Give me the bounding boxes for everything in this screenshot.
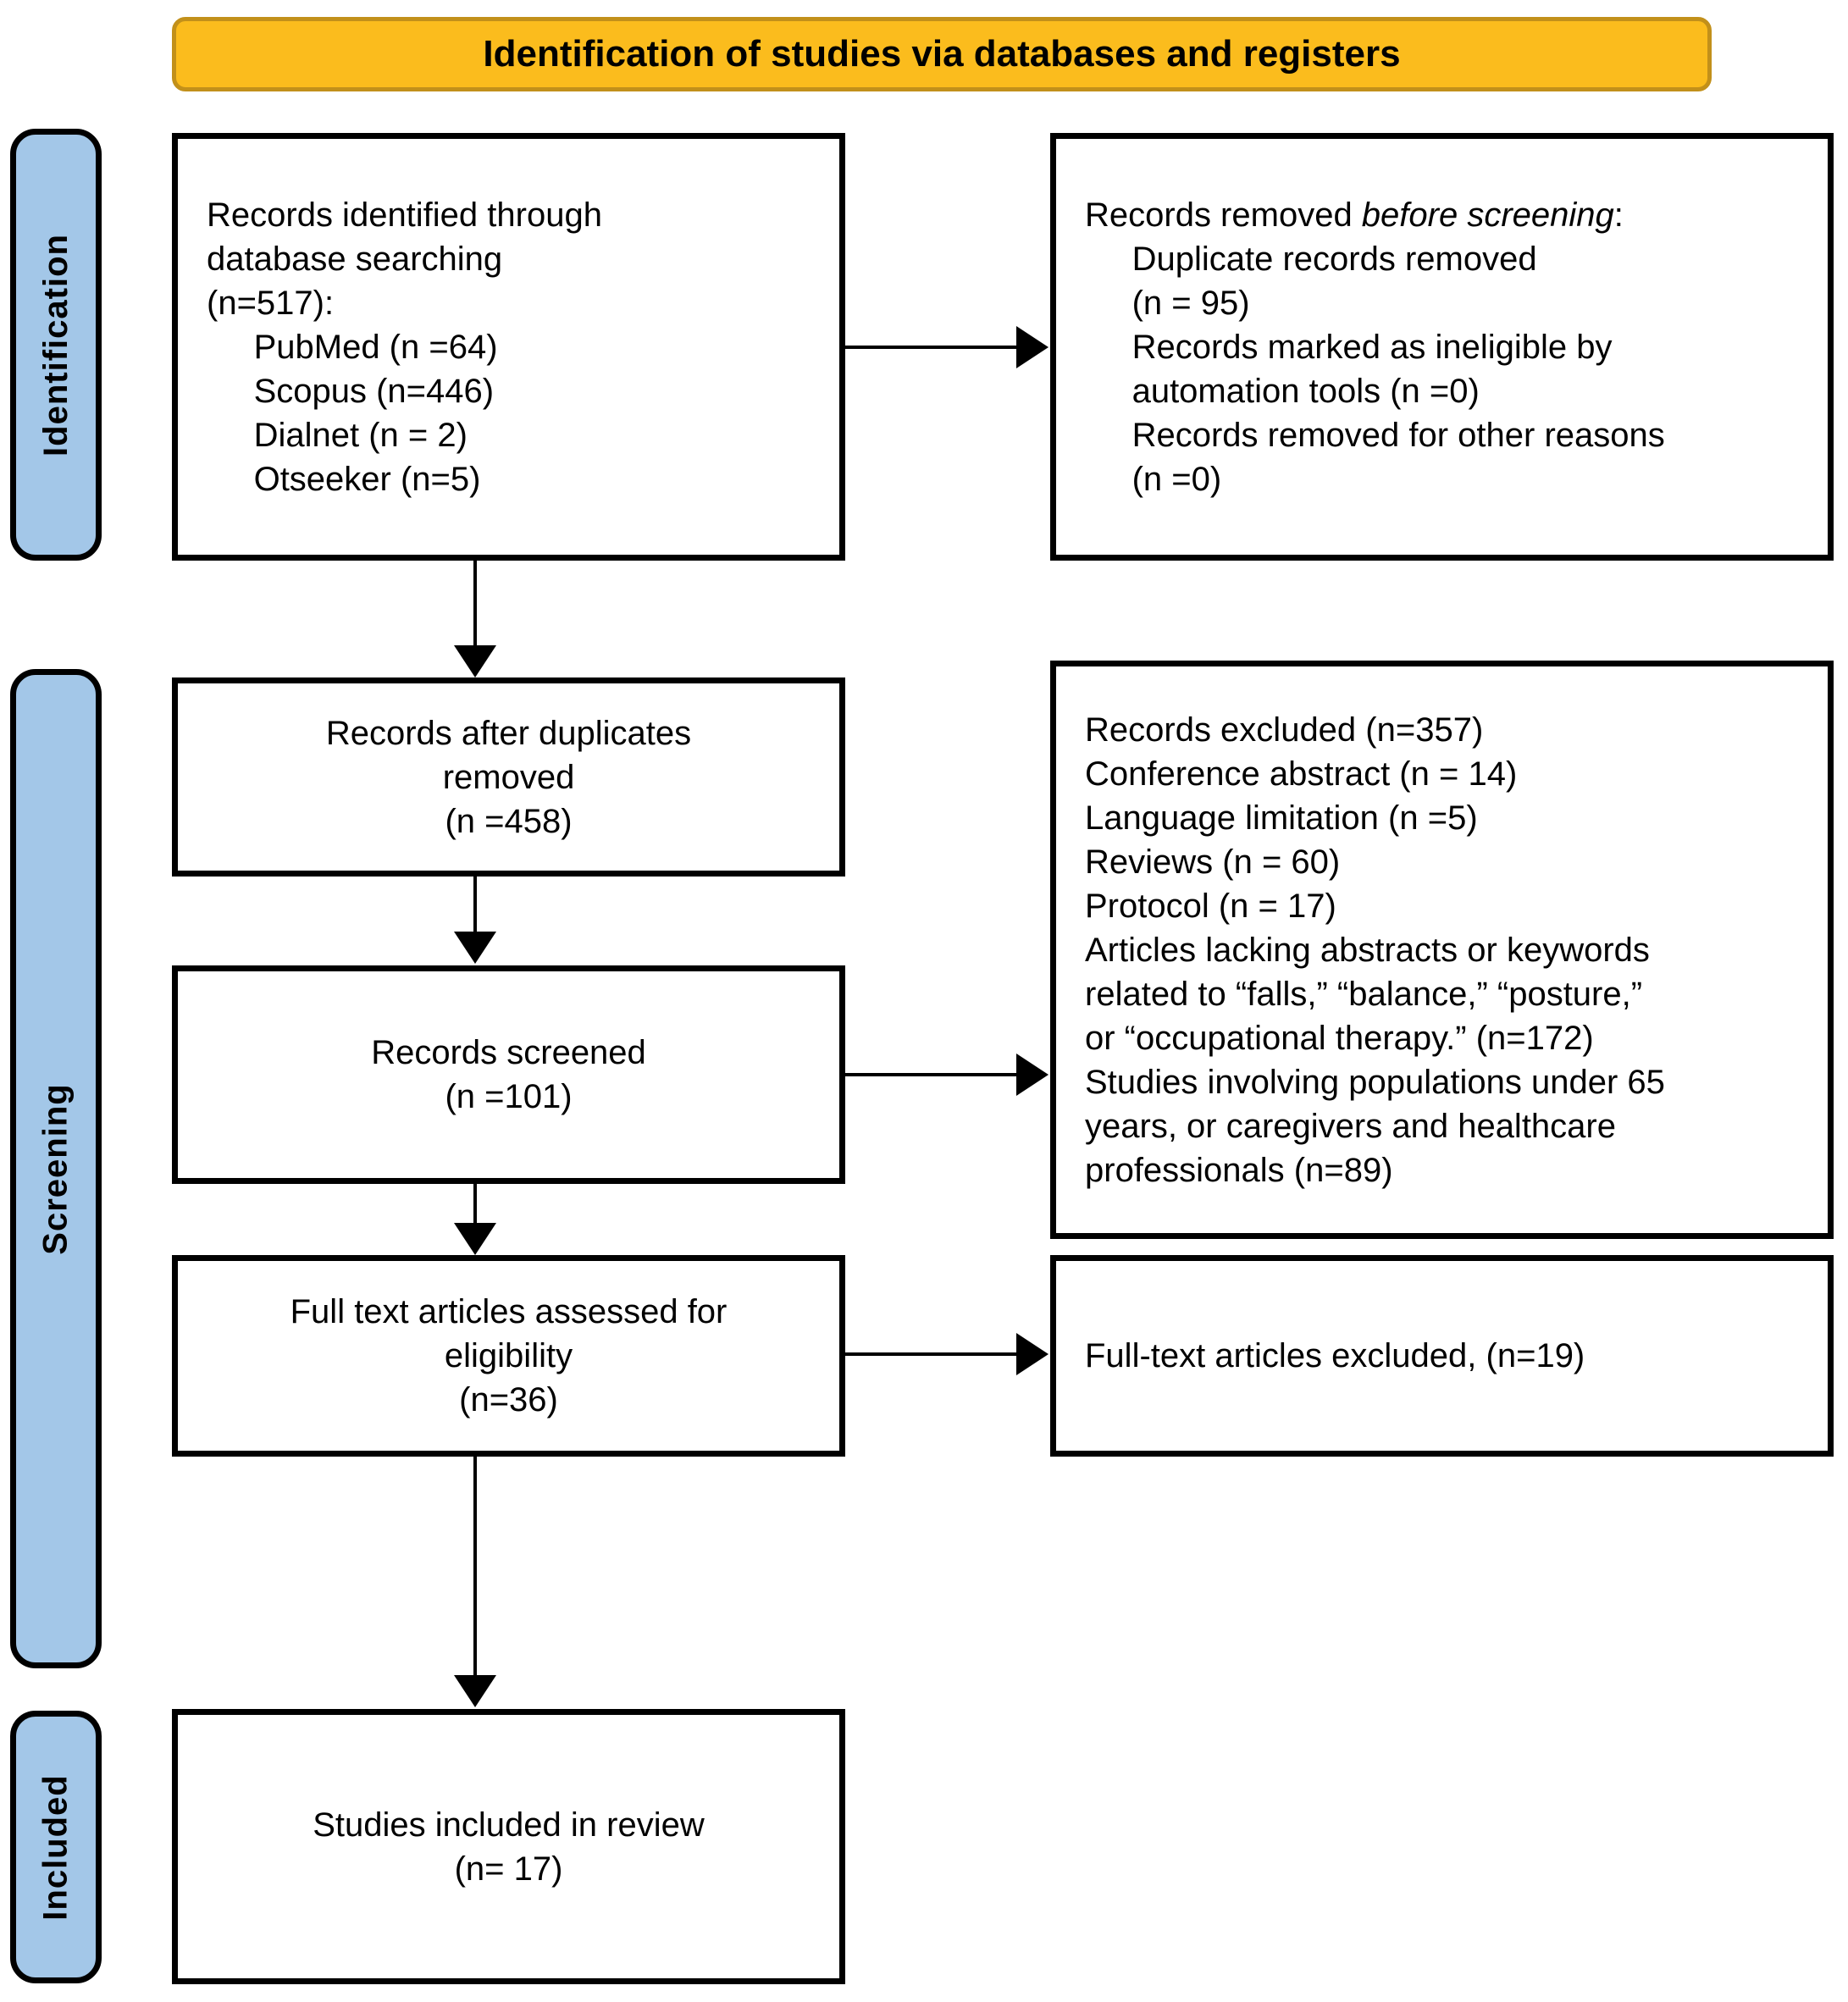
box-records-removed-before-screening: Records removed before screening: Duplic… [1050,133,1834,561]
box-records-screened: Records screened (n =101) [172,965,845,1184]
arrowhead-fulltext-to-ftexcluded [1016,1333,1048,1375]
box-full-text-assessed-text: Full text articles assessed for eligibil… [290,1293,728,1419]
box-records-removed-text: Records removed before screening: Duplic… [1056,193,1828,501]
connector-afterdup-to-screened [473,877,477,934]
connector-screened-to-excluded [845,1073,1018,1076]
box-records-identified-text: Records identified through database sear… [207,196,602,498]
stage-label-screening-text: Screening [36,1082,75,1255]
connector-fulltext-to-ftexcluded [845,1352,1018,1356]
removed-rest: Duplicate records removed (n = 95) Recor… [1131,240,1665,498]
box-studies-included-text: Studies included in review (n= 17) [313,1806,705,1888]
box-studies-included: Studies included in review (n= 17) [172,1709,845,1984]
box-full-text-excluded: Full-text articles excluded, (n=19) [1050,1255,1834,1457]
box-records-excluded-text: Records excluded (n=357) Conference abst… [1085,711,1665,1189]
arrowhead-afterdup-to-screened [454,932,496,964]
arrowhead-identified-to-afterdup [454,645,496,677]
box-records-screened-text: Records screened (n =101) [371,1034,646,1115]
arrowhead-screened-to-fulltext [454,1223,496,1255]
box-full-text-excluded-text: Full-text articles excluded, (n=19) [1085,1337,1585,1374]
connector-screened-to-fulltext [473,1184,477,1225]
connector-identified-to-removed [845,346,1018,349]
box-records-after-duplicates-removed: Records after duplicates removed (n =458… [172,677,845,877]
arrowhead-screened-to-excluded [1016,1054,1048,1096]
box-full-text-assessed: Full text articles assessed for eligibil… [172,1255,845,1457]
box-records-identified: Records identified through database sear… [172,133,845,561]
arrowhead-identified-to-removed [1016,326,1048,368]
stage-label-identification: Identification [10,129,102,561]
stage-label-included: Included [10,1711,102,1983]
box-records-after-duplicates-text: Records after duplicates removed (n =458… [325,714,692,840]
connector-identified-to-afterdup [473,561,477,649]
stage-label-included-text: Included [36,1773,75,1921]
stage-label-screening: Screening [10,669,102,1668]
arrowhead-fulltext-to-included [454,1675,496,1707]
diagram-title: Identification of studies via databases … [483,33,1401,75]
connector-fulltext-to-included [473,1457,477,1677]
box-records-excluded: Records excluded (n=357) Conference abst… [1050,661,1834,1239]
removed-prefix: Records removed [1085,196,1362,234]
removed-suffix: : [1613,196,1624,234]
removed-italic-emphasis: before screening [1361,196,1614,234]
stage-label-identification-text: Identification [36,233,75,456]
diagram-header-banner: Identification of studies via databases … [172,17,1712,91]
